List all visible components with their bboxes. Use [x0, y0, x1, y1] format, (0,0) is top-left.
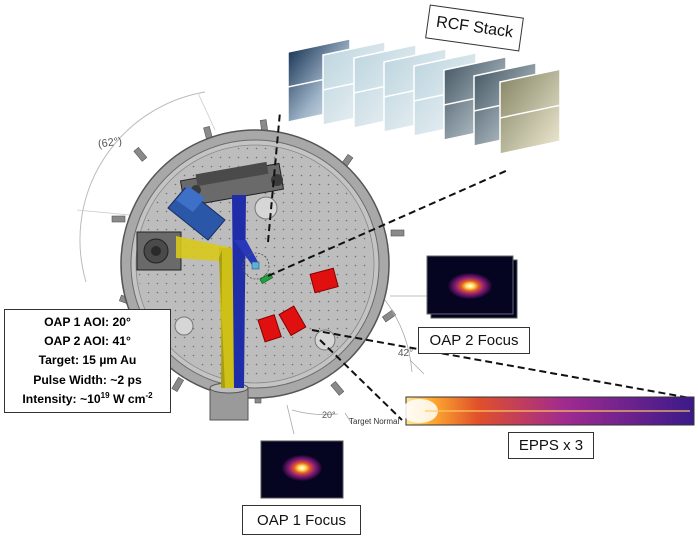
epps-spectrum	[402, 396, 695, 426]
angle-guides	[286, 295, 428, 435]
detector-red	[309, 267, 339, 294]
oap-mount-assemblies	[136, 161, 285, 271]
beam-oap1-horizontal	[176, 236, 232, 262]
rcf-sheet	[499, 68, 561, 155]
laser-parameters-box: OAP 1 AOI: 20° OAP 2 AOI: 41° Target: 15…	[4, 309, 171, 413]
angle-label-42: 42°	[398, 348, 414, 359]
oap2-aoi-text: OAP 2 AOI: 41°	[44, 334, 131, 349]
blue-optic-block	[167, 186, 226, 241]
oap1-focus-label: OAP 1 Focus	[242, 505, 361, 535]
oap2-focus-label: OAP 2 Focus	[418, 327, 530, 354]
angle-label-20: 20°	[322, 410, 336, 420]
leader-lines	[267, 111, 691, 421]
oap1-mount	[136, 231, 182, 271]
oap1-focus-image	[260, 440, 344, 499]
angle-arc-62	[76, 91, 216, 283]
red-detectors	[257, 267, 339, 343]
detector-red	[278, 305, 307, 337]
target-normal-label: Target Normal	[349, 417, 400, 426]
beam-blue-to-target	[234, 240, 258, 265]
oap1-aoi-text: OAP 1 AOI: 20°	[44, 315, 131, 329]
target-text: Target: 15 µm Au	[38, 353, 137, 368]
intensity-text: Intensity: ~1019 W cm-2	[22, 390, 153, 406]
pulse-width-text: Pulse Width: ~2 ps	[33, 372, 142, 387]
oap2-focus-image	[426, 255, 518, 319]
laser-beams	[176, 195, 258, 388]
rcf-stack-sheets	[287, 37, 561, 155]
detector-red	[257, 314, 282, 343]
beam-blue-vertical	[232, 195, 246, 388]
target-foil	[251, 261, 260, 270]
epps-label: EPPS x 3	[508, 432, 594, 459]
